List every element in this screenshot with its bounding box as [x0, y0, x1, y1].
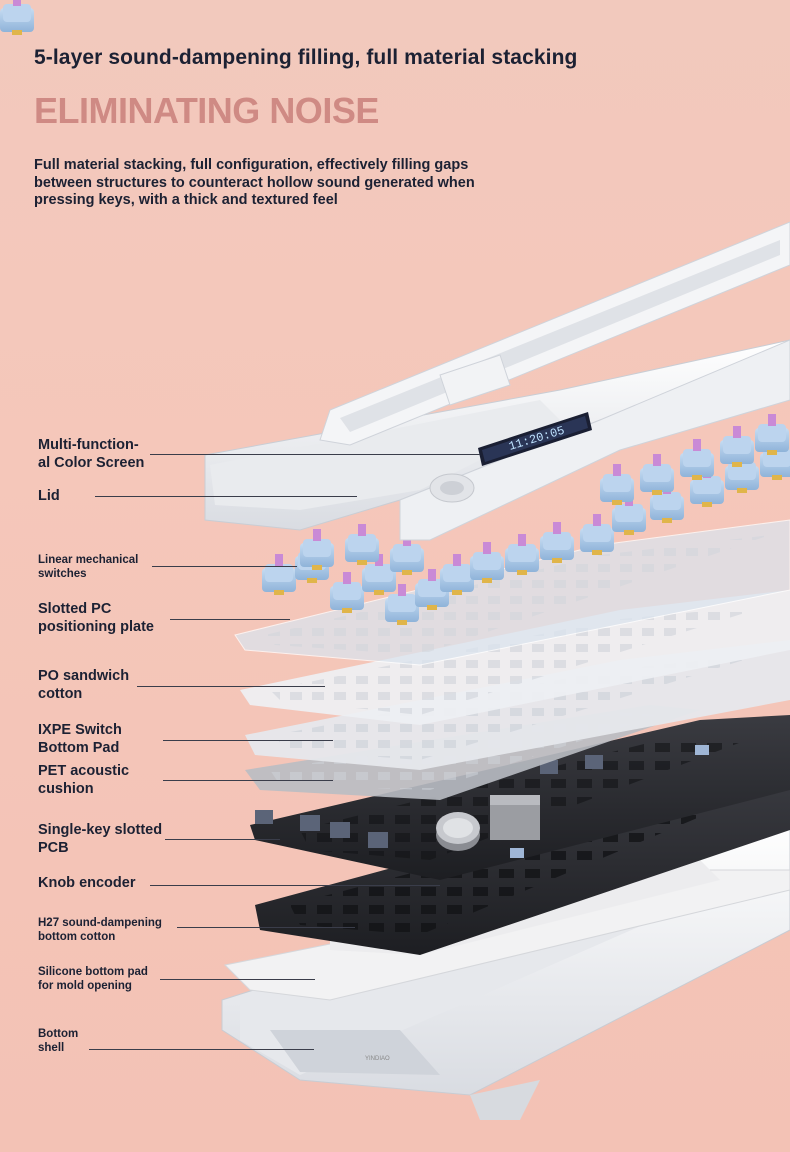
leader-silicone [160, 979, 315, 980]
label-pc-plate: Slotted PC positioning plate [38, 601, 154, 635]
section-description: Full material stacking, full configurati… [34, 157, 475, 208]
label-bottom-shell: Bottom shell [38, 1028, 79, 1054]
label-h27: H27 sound-dampening bottom cotton [38, 917, 162, 943]
label-lid: Lid [38, 488, 60, 504]
leader-pcb [165, 839, 280, 840]
switches-layer [0, 0, 790, 625]
leader-ixpe [163, 740, 333, 741]
label-po-cotton: PO sandwich cotton [38, 668, 130, 702]
label-switches: Linear mechanical switches [38, 554, 139, 580]
section-subtitle: 5-layer sound-dampening filling, full ma… [34, 46, 578, 69]
leader-switches [152, 566, 297, 567]
po-cotton-layer [240, 590, 790, 725]
label-knob: Knob encoder [38, 875, 136, 891]
brand-logo-text: YINDIAO [365, 1056, 390, 1062]
leader-po-cotton [137, 686, 325, 687]
label-pcb: Single-key slotted PCB [38, 822, 163, 856]
label-silicone: Silicone bottom pad for mold opening [38, 966, 148, 992]
leader-pc-plate [170, 619, 290, 620]
label-color-screen: Multi-function- al Color Screen [38, 437, 145, 471]
label-ixpe: IXPE Switch Bottom Pad [38, 722, 122, 756]
label-pet: PET acoustic cushion [38, 763, 130, 797]
section-headline: ELIMINATING NOISE [34, 90, 379, 131]
leader-knob [150, 885, 440, 886]
leader-lid [95, 496, 357, 497]
leader-pet [163, 780, 333, 781]
lid-layer: 11:20:05 [204, 221, 790, 541]
leader-color-screen [150, 454, 480, 455]
pcb-layer [250, 715, 790, 880]
leader-bottom-shell [89, 1049, 314, 1050]
leader-h27 [177, 927, 355, 928]
